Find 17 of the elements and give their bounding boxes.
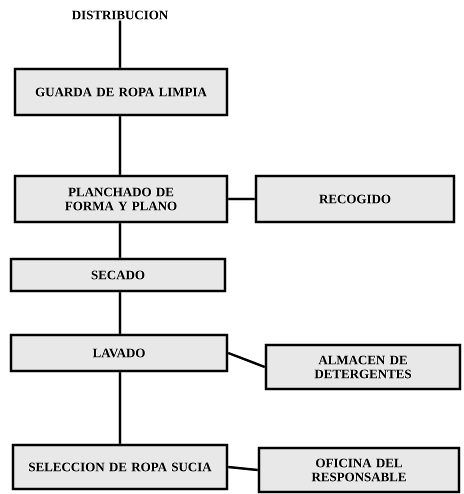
connector-line: [118, 292, 122, 334]
connector-line: [118, 223, 122, 258]
process-box: OFICINA DEL RESPONSABLE: [258, 446, 460, 494]
connector-line: [118, 372, 122, 444]
process-box: SELECCION DE ROPA SUCIA: [12, 444, 228, 490]
process-box: PLANCHADO DE FORMA Y PLANO: [14, 174, 228, 224]
connector-line: [228, 352, 266, 368]
heading-text: DISTRIBUCION: [72, 10, 168, 20]
process-box: GUARDA DE ROPA LIMPIA: [14, 68, 228, 116]
connector-line: [118, 116, 122, 175]
connector-line: [118, 20, 122, 68]
process-box: LAVADO: [10, 334, 228, 372]
connector-line: [228, 466, 258, 472]
connector-line: [228, 198, 255, 200]
process-box: ALMACEN DE DETERGENTES: [264, 344, 462, 390]
process-box: SECADO: [10, 258, 226, 292]
process-box: RECOGIDO: [254, 174, 456, 224]
